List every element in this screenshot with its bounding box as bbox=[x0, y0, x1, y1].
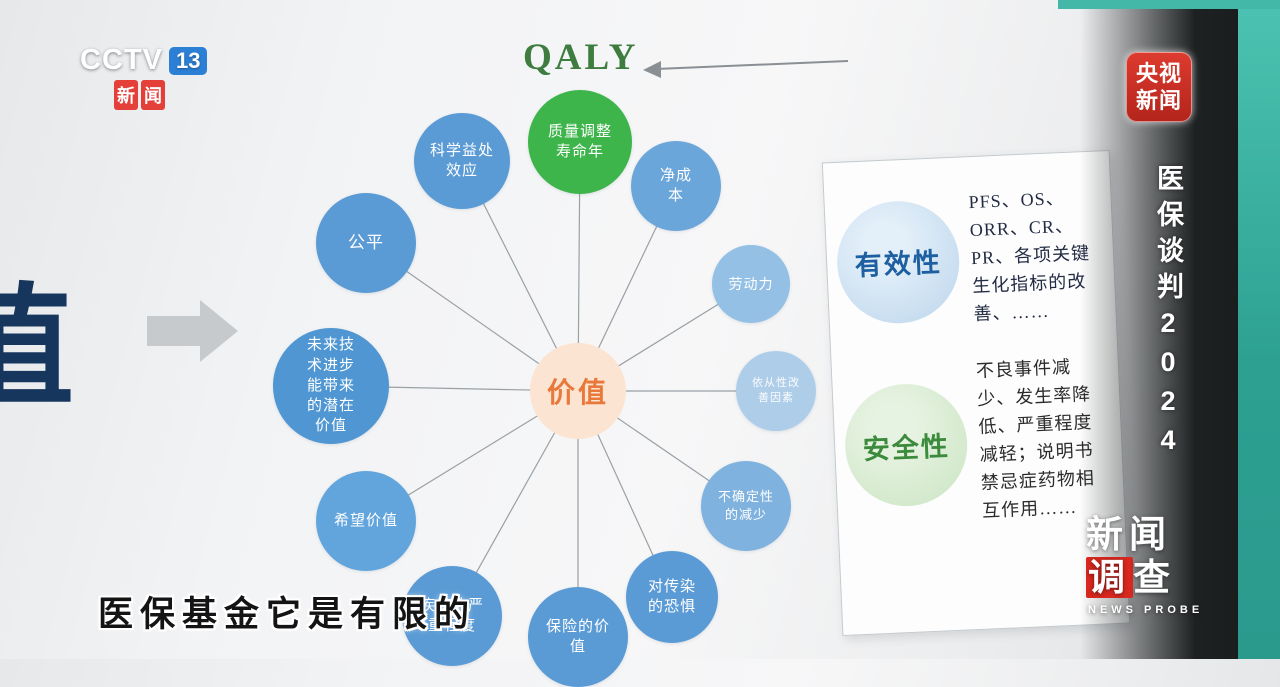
qaly-arrowhead bbox=[643, 61, 661, 78]
bubble-disease-severity: 疾病的严重程度 bbox=[402, 566, 502, 666]
bubble-insurance-value: 保险的价值 bbox=[528, 587, 628, 687]
bubble-productivity: 劳动力 bbox=[712, 245, 790, 323]
bubble-fear-of-contagion: 对传染的恐惧 bbox=[626, 551, 718, 643]
bubble-scientific-spillover: 科学益处效应 bbox=[414, 113, 510, 209]
background-teal-top bbox=[1058, 0, 1280, 9]
center-value-node: 价值 bbox=[530, 343, 626, 439]
bubble-equity: 公平 bbox=[316, 193, 416, 293]
effectiveness-circle: 有效性 bbox=[834, 198, 962, 326]
effectiveness-row: 有效性 PFS、OS、ORR、CR、PR、各项关键生化指标的改善、…… bbox=[834, 183, 1106, 334]
cctv13-channel-bug: CCTV 13 新闻 bbox=[80, 44, 208, 110]
presentation-slide: 值 QALY 质量调整寿命年 科学益处效应 公平 未来技术进步能带来的潜在价值 … bbox=[0, 37, 1131, 687]
bubble-uncertainty-reduction: 不确定性的减少 bbox=[701, 461, 791, 551]
cctv-news-corner-logo: 央视 新闻 bbox=[1126, 52, 1192, 122]
safety-row: 安全性 不良事件减少、发生率降低、严重程度减轻；说明书禁忌症药物相互作用…… bbox=[842, 353, 1115, 532]
right-arrow-shape bbox=[147, 300, 238, 362]
news-probe-subtitle: NEWS PROBE bbox=[1088, 604, 1204, 617]
topic-banner-vertical: 医保谈判2024 bbox=[1153, 164, 1183, 464]
news-probe-line2: 调查 bbox=[1086, 556, 1176, 598]
cctv-wordmark: CCTV bbox=[80, 44, 163, 76]
channel-label: 新闻 bbox=[114, 80, 207, 110]
subtitle-caption: 医保基金它是有限的 bbox=[98, 595, 477, 634]
channel-number-badge: 13 bbox=[168, 46, 208, 75]
bubble-option-value: 未来技术进步能带来的潜在价值 bbox=[273, 328, 389, 444]
qaly-title: QALY bbox=[523, 37, 639, 78]
news-probe-logo: 新闻 调查 NEWS PROBE bbox=[1086, 514, 1203, 616]
news-probe-line1: 新闻 bbox=[1086, 514, 1172, 555]
bubble-value-of-hope: 希望价值 bbox=[316, 471, 416, 571]
left-partial-title: 值 bbox=[0, 274, 74, 421]
bubble-qaly: 质量调整寿命年 bbox=[528, 90, 632, 194]
bubble-adherence-factors: 依从性改善因素 bbox=[736, 351, 816, 431]
background-teal-strip bbox=[1238, 0, 1280, 659]
safety-circle: 安全性 bbox=[842, 381, 970, 509]
bubble-net-cost: 净成本 bbox=[631, 141, 721, 231]
